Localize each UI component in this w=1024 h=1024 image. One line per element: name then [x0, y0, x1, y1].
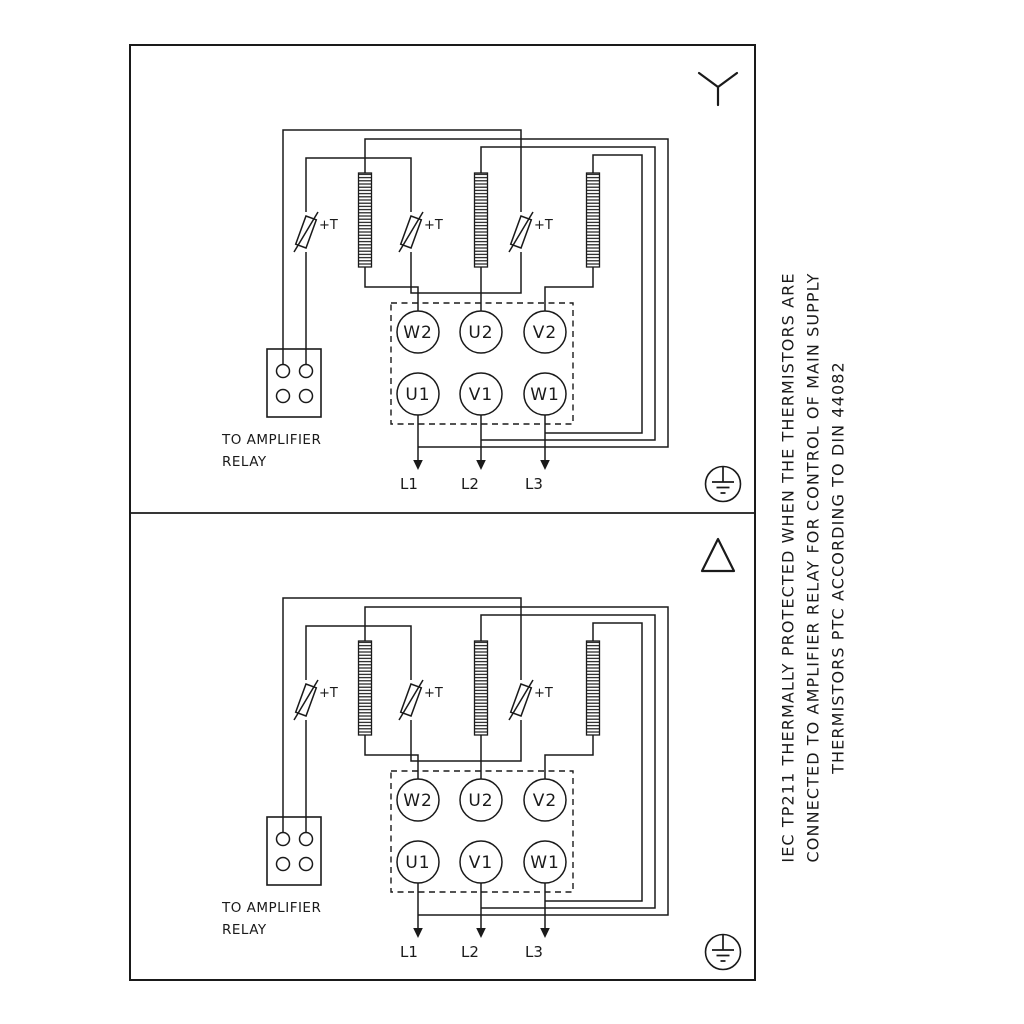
supply-label-l2: L2 [461, 943, 479, 961]
terminal-label-v1: V1 [469, 385, 493, 405]
thermistor-label-2: +T [424, 218, 443, 233]
star-panel-geometry [266, 129, 742, 503]
terminal-label-u2: U2 [468, 791, 493, 811]
thermistor-label-2: +T [424, 686, 443, 701]
wye-symbol-icon [697, 71, 739, 107]
supply-label-l3: L3 [525, 943, 543, 961]
supply-label-l2: L2 [461, 475, 479, 493]
terminal-label-w2: W2 [403, 791, 433, 811]
thermistor-label-3: +T [534, 218, 553, 233]
star-connection-panel: W2 U2 V2 U1 V1 W1 +T +T +T L1 L2 L3 TO A… [221, 71, 742, 503]
delta-panel-geometry [266, 597, 742, 971]
relay-caption-line2: RELAY [222, 922, 267, 938]
terminal-label-w1: W1 [530, 385, 560, 405]
terminal-label-u1: U1 [405, 385, 430, 405]
terminal-label-v2: V2 [533, 791, 557, 811]
terminal-label-w2: W2 [403, 323, 433, 343]
delta-symbol-icon [700, 537, 736, 573]
side-note: IEC TP211 THERMALLY PROTECTED WHEN THE T… [758, 0, 868, 1024]
supply-label-l3: L3 [525, 475, 543, 493]
terminal-label-v1: V1 [469, 853, 493, 873]
side-note-line-3: THERMISTORS PTC ACCORDING TO DIN 44082 [828, 361, 848, 774]
side-note-line-2: CONNECTED TO AMPLIFIER RELAY FOR CONTROL… [803, 272, 823, 863]
delta-connection-panel: W2 U2 V2 U1 V1 W1 +T +T +T L1 L2 L3 TO A… [221, 537, 742, 971]
thermistor-label-1: +T [319, 218, 338, 233]
side-note-text: IEC TP211 THERMALLY PROTECTED WHEN THE T… [776, 248, 851, 888]
supply-label-l1: L1 [400, 943, 418, 961]
thermistor-label-1: +T [319, 686, 338, 701]
terminal-label-v2: V2 [533, 323, 557, 343]
terminal-label-u2: U2 [468, 323, 493, 343]
terminal-label-u1: U1 [405, 853, 430, 873]
relay-caption-line2: RELAY [222, 454, 267, 470]
supply-label-l1: L1 [400, 475, 418, 493]
terminal-label-w1: W1 [530, 853, 560, 873]
relay-caption-line1: TO AMPLIFIER [221, 900, 321, 916]
side-note-line-1: IEC TP211 THERMALLY PROTECTED WHEN THE T… [778, 272, 798, 863]
relay-caption-line1: TO AMPLIFIER [221, 432, 321, 448]
thermistor-label-3: +T [534, 686, 553, 701]
